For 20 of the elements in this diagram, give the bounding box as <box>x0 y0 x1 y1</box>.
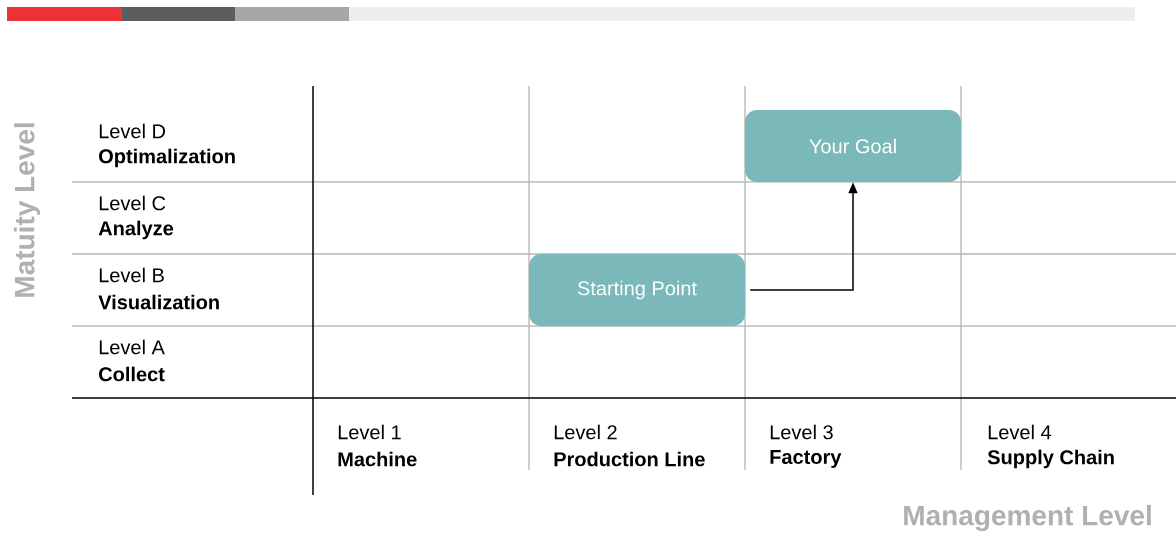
axis-title: Matuity Level <box>13 123 41 297</box>
column-label: Level 2 <box>554 424 617 440</box>
column-label: Supply Chain <box>987 449 1114 469</box>
column-label: Machine <box>338 451 417 467</box>
column-label: Factory <box>770 450 842 468</box>
column-label: Level 1 <box>338 424 401 440</box>
column-label: Level 4 <box>988 424 1052 440</box>
row-label: Level C <box>99 195 166 211</box>
row-label: Level B <box>99 267 164 283</box>
row-label: Level D <box>99 123 166 139</box>
row-label: Collect <box>99 366 165 382</box>
row-label: Visualization <box>98 294 219 310</box>
process-box: Starting Point <box>529 254 745 326</box>
axis-title: Management Level <box>904 504 1151 532</box>
column-label: Production Line <box>554 451 705 467</box>
process-box: Your Goal <box>745 110 961 182</box>
column-label: Level 3 <box>770 424 833 440</box>
row-label: Optimalization <box>99 148 235 168</box>
row-label: Analyze <box>98 220 174 240</box>
row-label: Level A <box>99 339 165 355</box>
